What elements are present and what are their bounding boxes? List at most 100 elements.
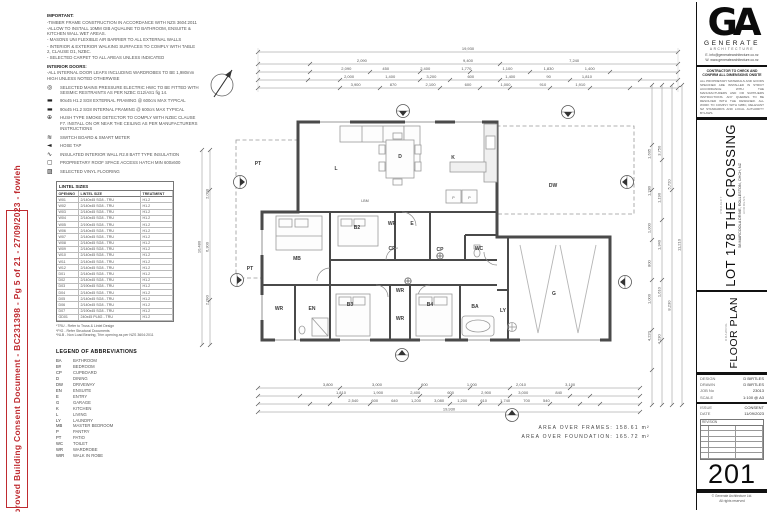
room-label-bedroom3: B3 [347,302,354,308]
lintel-opening: W03 [57,209,79,216]
lintel-treatment: H1.2 [141,265,173,272]
list-item: EN ENSUITE [56,388,188,394]
lintel-opening: D07 [57,308,79,315]
legend-item-icon: ▬ [47,105,53,113]
room-label-driveway: DW [549,183,558,189]
abbr-name: ENSUITE [73,387,92,393]
list-item: LY LAUNDRY [56,418,188,424]
lintel-size: 2/140x45 SG8 - TRU [79,296,141,303]
field-value: D BIRTLES [743,382,764,388]
info-field: DRAWN D BIRTLES [697,382,767,388]
lintel-size: 2/140x45 SG8 - TRU [79,277,141,284]
lintel-footnote: *NLB - Non Load Bearing, Trim opening as… [56,333,154,338]
table-row: W10 2/140x45 SG8 - TRU H1.2 [57,252,173,260]
legend-item: ◄ HOSE TAP [47,143,199,149]
drawing-info-fields: DESIGN D BIRTLES DRAWN D BIRTLES JOB No … [697,376,767,401]
lintel-size: 2/140x45 SG8 - TRU [79,271,141,278]
table-row: D07 2/190x45 SG8 - TRU H1.2 [57,308,173,315]
dim-top-row: 2,000 1,400 3,200 600 1,400 90 1,810 [344,74,593,79]
sheet-number: 201 [707,458,757,489]
lintel-size: 2/140x45 SG8 - TRU [79,265,141,272]
check-dimensions-note: CONTRACTOR TO CHECK AND CONFIRM ALL DIME… [702,69,762,78]
legend-item-text: SELECTED MAINS PRESSURE ELECTRIC HWC TO … [60,84,199,96]
lintel-treatment: H1.2 [141,203,173,210]
abbr-name: WARDROBE [73,447,98,453]
date-field: DATE 11/09/2023 [697,411,767,417]
lintel-size: 2/140x45 SG8 - TRU [79,290,141,297]
north-arrow-icon [210,69,234,98]
field-value: 23013 [752,388,764,394]
lintel-size: 2/140x45 SG8 - TRU [79,209,141,216]
list-item: P PANTRY [56,429,188,435]
info-field: JOB No 23013 [697,388,767,394]
lintel-size: 2/140x45 SG8 - TRU [79,302,141,309]
lintel-opening: W06 [57,228,79,235]
field-label: DESIGN [700,375,716,381]
room-label-master-bedroom: MB [293,256,301,262]
abbr-name: BEDROOM [73,363,95,369]
field-label: JOB No [700,388,715,394]
abbr-code: CP [56,369,62,375]
legend-item: ◎ SELECTED MAINS PRESSURE ELECTRIC HWC T… [47,83,199,96]
lintel-size: 2/140x45 SG8 - TRU [79,197,141,204]
abbr-name: MASTER BEDROOM [73,423,114,429]
address-label: ADDRESS [741,195,746,214]
legend-item-text: SWITCH BOARD & SMART METER [60,134,130,140]
field-label: DRAWN [700,382,715,388]
important-title: IMPORTANT: [47,13,74,18]
lintel-opening: W02 [57,203,79,210]
legend-item: ∿ INSULATED INTERIOR WALL R2.8 BATT TYPE… [47,151,199,158]
room-label-bedroom4: B4 [427,302,434,308]
floor-area-summary: AREA OVER FRAMES: 158.61 m² AREA OVER FO… [460,424,650,441]
lintel-size: 2/140x45 SG8 - TRU [79,203,141,210]
divider [697,64,767,68]
divider [697,117,767,120]
lintel-treatment: H1.2 [141,308,173,315]
list-item: WR WARDROBE [56,447,188,453]
area-over-foundation: AREA OVER FOUNDATION: 165.72 m² [521,433,650,440]
lintel-opening: D03 [57,283,79,290]
lintel-footnotes: *TRU - Refer to Truss & Lintel Design*P/… [56,324,174,338]
lintel-treatment: H1.2 [141,296,173,303]
lintel-size: 240x45 PL8G - TRU [79,314,141,321]
abbr-name: GARAGE [73,399,91,405]
lintel-treatment: H1.2 [141,259,173,266]
lintel-treatment: H1.2 [141,197,173,204]
abbr-code: BA [56,358,62,363]
lintel-size: 2/140x45 SG8 - TRU [79,252,141,260]
right-dimension-strings [649,82,685,408]
lintel-treatment: H1.2 [141,228,173,235]
table-row [701,442,763,448]
abbr-code: EN [56,387,62,393]
note-line: - MASONS UNI FLEXIBLE AIR BARRIER TO ALL… [47,37,182,43]
legend-item-icon: ▨ [47,167,53,175]
divider [697,372,767,375]
table-row [701,453,763,459]
legend-item-icon: ◎ [47,83,53,91]
lintel-size: 2/140x45 SG8 - TRU [79,234,141,241]
abbr-code: LY [56,417,61,423]
firm-email: E. info@generatearchitecture.co.nz [705,53,759,58]
divider [697,488,767,493]
abbr-name: BATHROOM [73,358,97,363]
room-label-pantry: P [452,196,455,200]
table-row: D03 2/190x45 SG8 - TRU H1.2 [57,283,173,290]
room-label-dining: D [398,154,402,160]
room-label-wardrobe: WR [396,288,405,294]
abbr-name: LAUNDRY [73,417,93,423]
list-item: B# BEDROOM [56,364,188,370]
legend-item: ≋ SWITCH BOARD & SMART METER [47,134,199,141]
list-item: G GARAGE [56,400,188,406]
abbr-code: P [56,429,59,435]
room-label-patio: PT [247,266,253,272]
room-label-garage: G [552,291,556,297]
table-row: D04 2/140x45 SG8 - TRU H1.2 [57,290,173,297]
consent-stamp-text: SDC - Approved Building Consent Document… [12,165,22,512]
abbr-code: G [56,399,60,405]
generate-architecture-logo: GA [707,1,761,44]
room-label-laundry: LY [500,308,507,314]
lintel-size: 2/190x45 SG8 - TRU [79,283,141,290]
drawing-section: DRAWING FLOOR PLAN [697,293,767,371]
